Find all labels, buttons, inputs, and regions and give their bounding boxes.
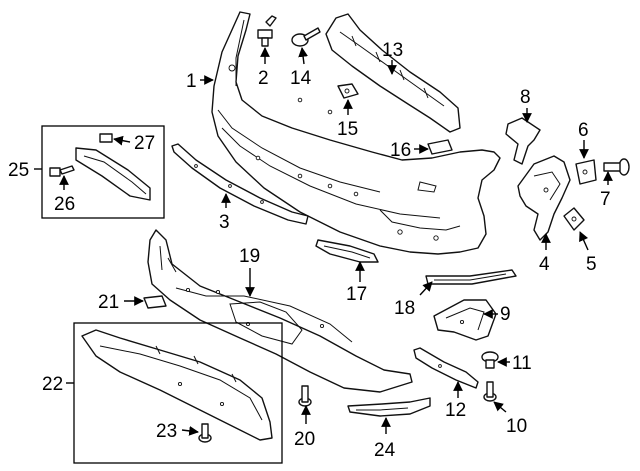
callout-12: 12 — [445, 400, 466, 421]
lower-strip-part-24 — [347, 397, 431, 417]
callout-21: 21 — [98, 292, 119, 313]
callout-17: 17 — [346, 284, 367, 305]
lamp-trim-part-17 — [315, 239, 379, 263]
leader-10 — [493, 401, 507, 413]
callout-2: 2 — [258, 68, 269, 89]
lower-trim-part-12 — [413, 347, 479, 389]
callout-27: 27 — [134, 133, 155, 154]
clip-nut-part-15 — [337, 83, 359, 99]
callout-3: 3 — [219, 212, 230, 233]
callout-7: 7 — [600, 189, 611, 210]
callout-labels: 1 2 14 13 15 16 8 6 7 3 4 5 17 18 19 21 … — [8, 40, 611, 461]
callout-5: 5 — [586, 254, 597, 275]
callout-23: 23 — [156, 421, 177, 442]
callout-1: 1 — [186, 71, 197, 92]
callout-8: 8 — [520, 87, 531, 108]
bumper-cover-part — [211, 11, 501, 255]
alt-deflector-group — [73, 322, 283, 464]
bracket-part-9 — [433, 299, 497, 341]
callout-24: 24 — [374, 440, 396, 461]
callout-14: 14 — [290, 68, 312, 89]
callout-15: 15 — [337, 119, 358, 140]
push-clip-part-11 — [481, 351, 499, 369]
leader-5 — [579, 231, 589, 251]
clip-part-5 — [563, 207, 585, 231]
bolt-part-2 — [257, 15, 277, 47]
side-bracket-part-4 — [517, 155, 571, 241]
clip-part-21 — [143, 295, 167, 309]
upper-bracket-part — [325, 13, 461, 133]
license-bracket-group — [41, 125, 165, 219]
callout-9: 9 — [500, 304, 511, 325]
callout-4: 4 — [539, 254, 550, 275]
side-trim-part-18 — [425, 269, 517, 285]
callout-26: 26 — [54, 194, 75, 215]
leader-27 — [113, 135, 131, 146]
callout-16: 16 — [390, 140, 411, 161]
leader-23 — [181, 426, 199, 436]
leader-lines — [34, 47, 613, 436]
callout-10: 10 — [506, 416, 527, 437]
lower-trim-part-3 — [171, 143, 309, 225]
pin-part-20 — [298, 385, 312, 407]
callout-6: 6 — [578, 120, 589, 141]
bracket-part-8 — [505, 117, 541, 165]
callout-11: 11 — [512, 353, 532, 374]
callout-22: 22 — [42, 374, 63, 395]
pin-part-10 — [483, 381, 497, 402]
callout-20: 20 — [294, 429, 315, 450]
callout-25: 25 — [8, 160, 29, 181]
leader-14 — [298, 47, 308, 65]
bolt-part-14 — [291, 27, 321, 47]
lower-deflector-part-19 — [147, 229, 413, 393]
callout-13: 13 — [382, 40, 403, 61]
push-pin-part-7 — [603, 158, 630, 176]
callout-19: 19 — [239, 246, 260, 267]
leader-18 — [419, 281, 433, 296]
cap-part-16 — [427, 139, 453, 155]
clip-part-6 — [575, 159, 597, 185]
callout-18: 18 — [394, 298, 415, 319]
